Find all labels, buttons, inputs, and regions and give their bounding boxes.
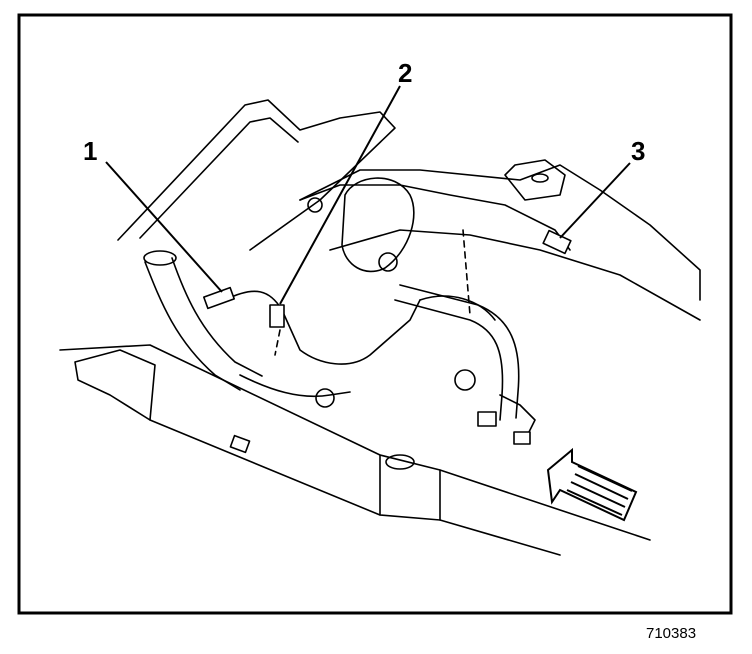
harness-front (499, 394, 536, 441)
exhaust-pipe-right (394, 299, 504, 421)
exhaust-flange (143, 250, 177, 266)
callout-3: 3 (631, 136, 645, 166)
mount-bracket (504, 159, 566, 201)
connector-front (477, 411, 497, 427)
connector-2 (269, 304, 285, 328)
crossmember (299, 164, 701, 301)
front-frame-rail-bottom (149, 419, 561, 556)
front-rail-end (74, 349, 156, 421)
transmission-housing (341, 177, 415, 273)
reference-dash-2 (274, 329, 281, 356)
leader-line-2 (279, 85, 401, 305)
view-arrow (546, 447, 638, 522)
crossmember-lower (329, 229, 701, 321)
callout-2: 2 (398, 58, 412, 88)
reference-dash-1 (462, 229, 471, 316)
harness-main (224, 290, 421, 365)
callout-1: 1 (83, 136, 97, 166)
connector-1 (202, 286, 236, 310)
clip-a (307, 197, 323, 213)
front-frame-rail-top (59, 344, 651, 541)
line-drawing (59, 99, 701, 556)
housing-plug (378, 252, 398, 272)
harness-lower (239, 374, 351, 398)
rear-frame-rail (117, 99, 396, 251)
harness-rear (299, 184, 571, 251)
connector-3 (542, 229, 572, 255)
figure-code: 710383 (646, 625, 696, 642)
connector-front-2 (513, 431, 531, 445)
rail-mount (385, 454, 415, 470)
mount-hole (531, 173, 549, 183)
rail-slot (229, 434, 251, 454)
exhaust-pipe-left-b (171, 257, 263, 377)
clip-c (315, 388, 335, 408)
harness-branch (419, 295, 496, 321)
rear-frame-rail-inner (139, 117, 299, 239)
exhaust-pipe-left (144, 261, 241, 391)
leader-line-1 (105, 161, 223, 293)
rail-box-section (379, 454, 441, 521)
leader-line-3 (559, 162, 631, 239)
leader-lines (105, 85, 631, 305)
clip-b (454, 369, 476, 391)
figure-frame (17, 13, 733, 615)
